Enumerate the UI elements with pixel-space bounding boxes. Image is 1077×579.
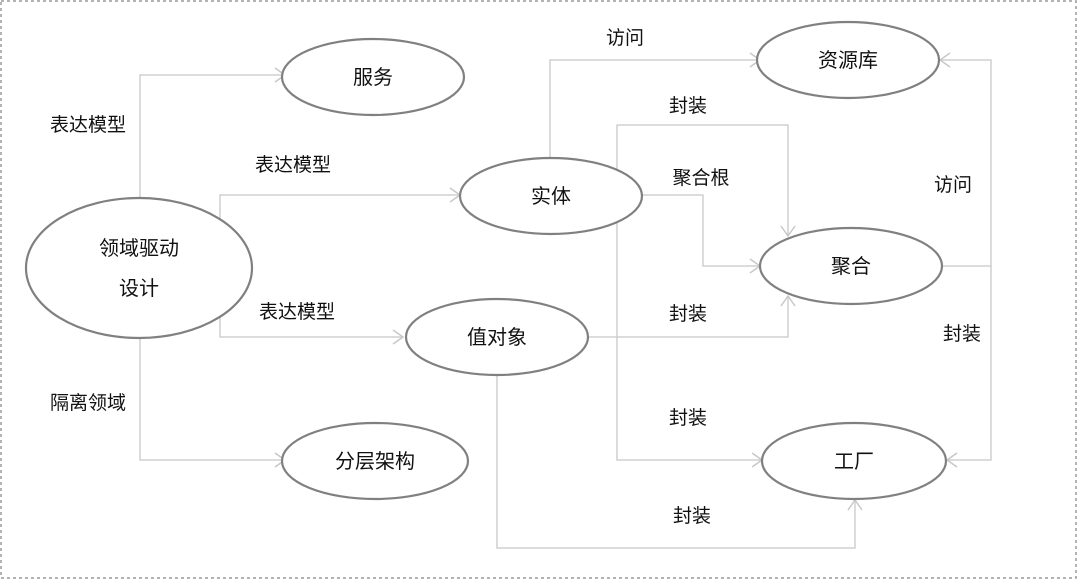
layered-architecture-label: 分层架构 (335, 449, 415, 473)
factory-ellipse (760, 421, 948, 501)
label-aggregate-factory: 封装 (943, 323, 981, 345)
arrowhead-aggregate-bottom (780, 294, 796, 307)
value-object-ellipse (404, 297, 590, 377)
edge-ddd-layered (139, 338, 285, 461)
entity-ellipse (458, 156, 644, 236)
edge-valueobject-aggregate (588, 296, 789, 338)
edge-entity-repository (549, 59, 760, 158)
node-factory: 工厂 (760, 421, 948, 501)
node-entity: 实体 (458, 156, 644, 236)
label-entity-aggregate-encapsulate: 封装 (669, 95, 707, 117)
label-aggregate-root: 聚合根 (672, 167, 729, 189)
label-ddd-valueobject: 表达模型 (259, 301, 335, 323)
node-aggregate: 聚合 (758, 226, 944, 306)
ddd-ellipse (24, 196, 254, 340)
arrowhead-aggregate-top (780, 225, 796, 238)
aggregate-ellipse (758, 226, 944, 306)
label-aggregate-repository: 访问 (934, 174, 972, 196)
service-label: 服务 (353, 65, 393, 89)
label-valueobject-factory: 封装 (673, 505, 711, 527)
repository-ellipse (755, 20, 941, 100)
node-service: 服务 (280, 37, 466, 117)
node-value-object: 值对象 (404, 297, 590, 377)
ddd-label-line1: 领域驱动 (99, 236, 179, 260)
edge-labels: 表达模型 表达模型 表达模型 隔离领域 访问 封装 聚合根 封装 封装 封装 访… (50, 27, 981, 527)
repository-label: 资源库 (818, 48, 878, 72)
edge-entity-aggregate-root (640, 194, 760, 267)
node-domain-driven-design: 领域驱动 设计 (24, 196, 254, 340)
factory-label: 工厂 (834, 449, 874, 473)
label-valueobject-aggregate: 封装 (669, 303, 707, 325)
node-repository: 资源库 (755, 20, 941, 100)
label-entity-factory: 封装 (669, 407, 707, 429)
label-entity-repository: 访问 (606, 27, 644, 49)
edge-entity-factory (616, 232, 762, 461)
edge-aggregate-factory (947, 266, 992, 461)
ddd-label-line2: 设计 (119, 276, 159, 300)
node-layered-architecture: 分层架构 (280, 421, 470, 501)
label-ddd-service: 表达模型 (50, 114, 126, 136)
value-object-label: 值对象 (467, 325, 527, 349)
layered-architecture-ellipse (280, 421, 470, 501)
aggregate-label: 聚合 (831, 254, 871, 278)
entity-label: 实体 (531, 184, 571, 208)
edge-aggregate-repository (940, 59, 992, 267)
service-ellipse (280, 37, 466, 117)
edge-ddd-service (139, 74, 285, 200)
edge-valueobject-factory (496, 373, 856, 549)
label-ddd-layered: 隔离领域 (50, 392, 126, 414)
arrowhead-valueobject (392, 329, 405, 345)
label-ddd-entity: 表达模型 (255, 154, 331, 176)
